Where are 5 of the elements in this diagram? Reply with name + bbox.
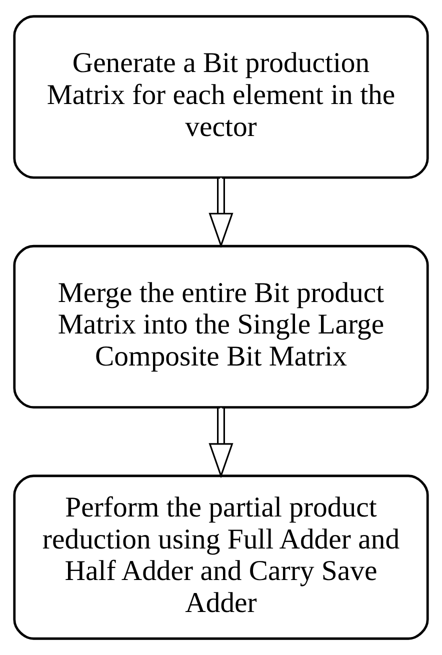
node-box: Generate a Bit production Matrix for each element in the vector: [13, 15, 429, 179]
node-box: Merge the entire Bit product Matrix into the Single Large Composite Bit Matrix: [13, 244, 429, 408]
arrow: [208, 178, 234, 248]
arrow: [208, 408, 234, 478]
node-box: Perform the partial product reduction using Full Adder and Half Adder and Carry Save Adder: [13, 474, 429, 640]
